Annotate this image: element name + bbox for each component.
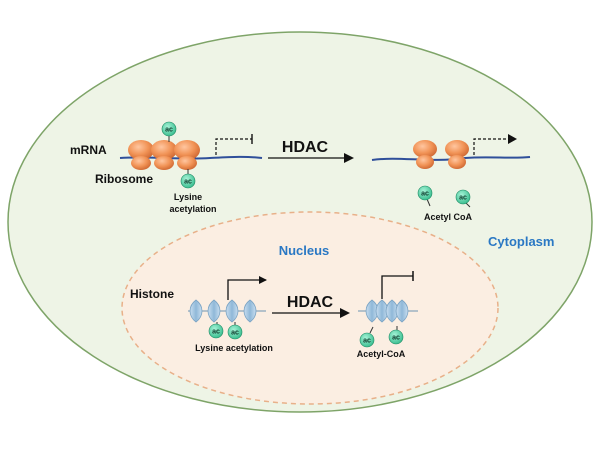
transcription-active-arrow	[227, 276, 267, 300]
acetyl-badge-histone-1: ac	[208, 323, 224, 339]
nucleus-label: Nucleus	[279, 243, 330, 258]
cytoplasm-label: Cytoplasm	[488, 234, 554, 249]
ribosome-label: Ribosome	[95, 172, 153, 186]
ribosome-1	[128, 140, 154, 170]
svg-text:ac: ac	[231, 330, 239, 337]
translation-blocked-symbol	[215, 138, 252, 155]
svg-text:ac: ac	[212, 329, 220, 336]
nucleus-membrane	[121, 211, 499, 405]
acetyl-badge-free-2: ac	[455, 189, 471, 205]
acetyl-badge-ribosome-bottom: ac	[180, 173, 196, 189]
svg-text:ac: ac	[184, 179, 192, 186]
lysine-acetylation-label-1: Lysine	[174, 192, 202, 202]
hdac-label-nucleus: HDAC	[287, 294, 334, 311]
hdac-label-cytoplasm: HDAC	[282, 139, 329, 156]
ribosome-5	[445, 140, 469, 169]
mrna-strand-right	[371, 156, 531, 161]
lysine-acetylation-label-nucleus: Lysine acetylation	[195, 343, 273, 353]
transcription-blocked-symbol	[381, 275, 413, 299]
acetyl-badge-free-1: ac	[417, 185, 433, 201]
acetyl-badge-nucleus-2: ac	[388, 329, 404, 345]
histone-coil-condensed	[358, 299, 418, 323]
svg-text:ac: ac	[392, 335, 400, 342]
acetyl-badge-histone-2: ac	[227, 324, 243, 340]
acetyl-badge-nucleus-1: ac	[359, 332, 375, 348]
histone-label: Histone	[130, 287, 174, 301]
svg-text:ac: ac	[363, 338, 371, 345]
svg-text:ac: ac	[421, 191, 429, 198]
svg-text:ac: ac	[459, 195, 467, 202]
histone-coil-relaxed	[188, 299, 266, 323]
mrna-label: mRNA	[70, 143, 107, 157]
translation-active-symbol	[473, 138, 510, 155]
ribosome-group-right	[413, 140, 469, 169]
ribosome-3	[174, 140, 200, 170]
lysine-acetylation-label-2: acetylation	[169, 204, 216, 214]
acetyl-coa-label-nucleus: Acetyl-CoA	[357, 349, 406, 359]
ribosome-group-left	[128, 140, 200, 170]
acetyl-badge-ribosome-top: ac	[161, 121, 177, 137]
ribosome-2	[151, 140, 177, 170]
acetyl-coa-label-cytoplasm: Acetyl CoA	[424, 212, 473, 222]
svg-text:ac: ac	[165, 127, 173, 134]
ribosome-4	[413, 140, 437, 169]
